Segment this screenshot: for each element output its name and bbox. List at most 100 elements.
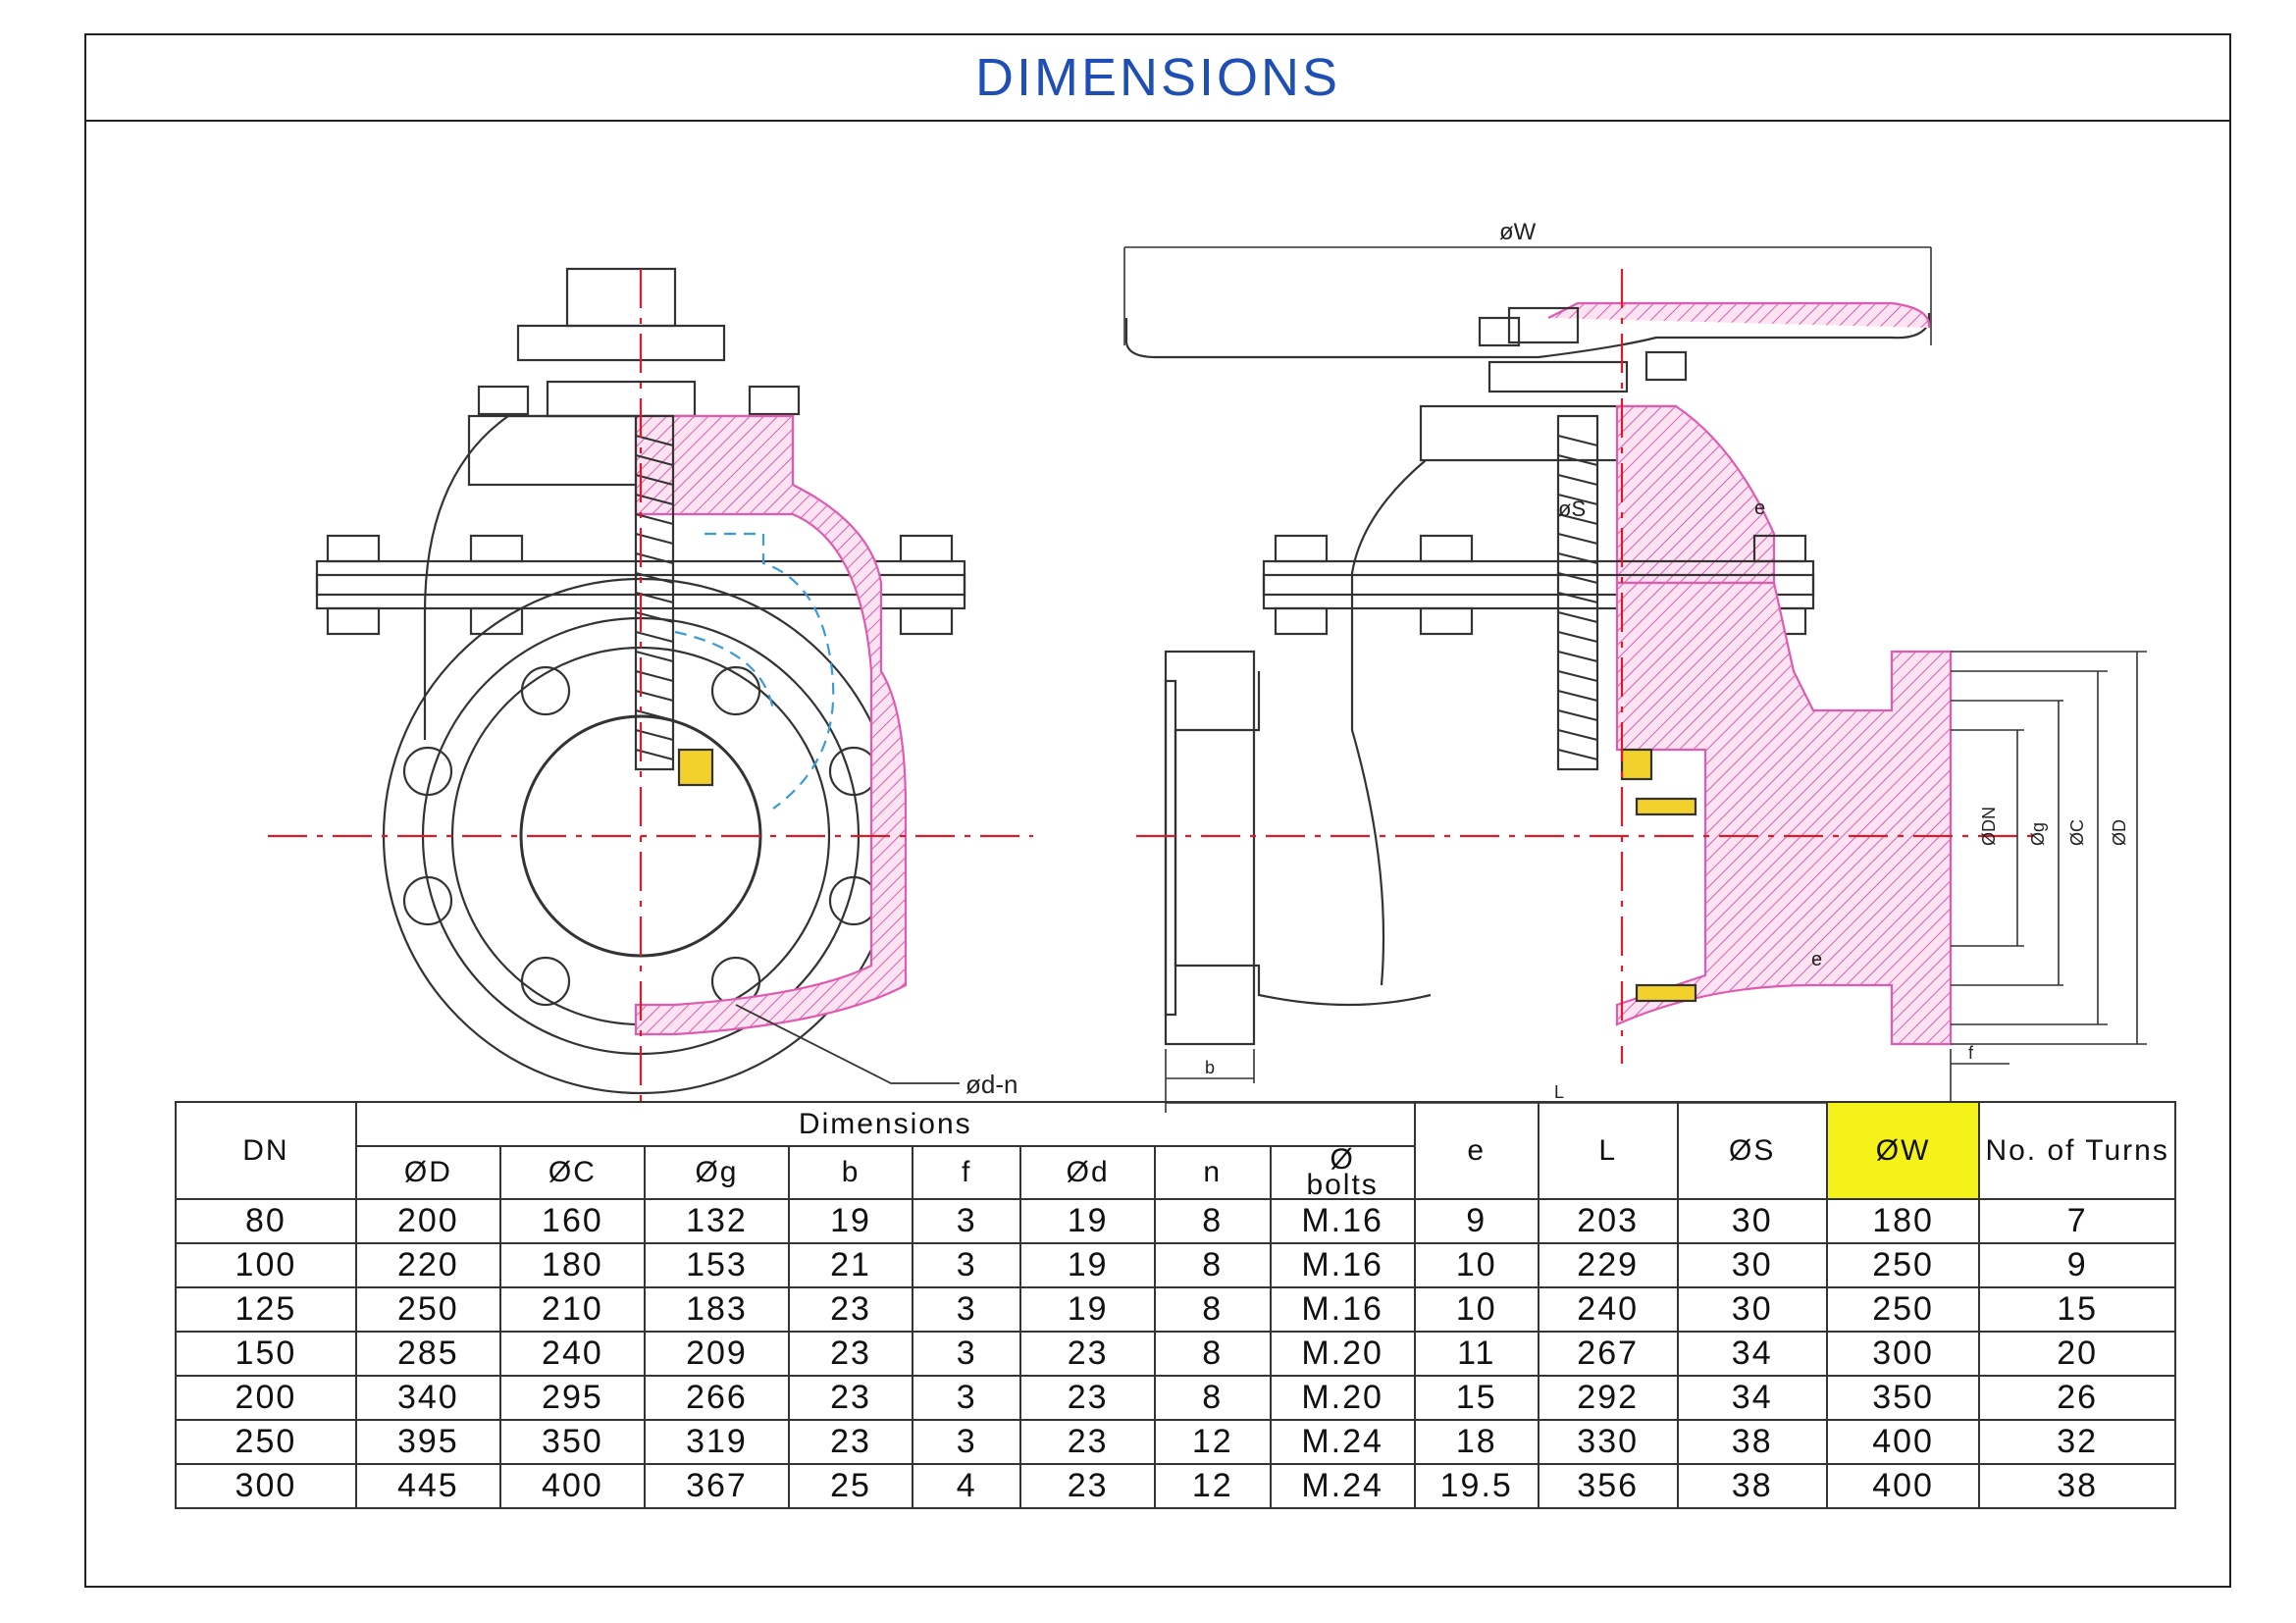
cell-os: 34 — [1676, 1331, 1828, 1377]
cell-e: 19.5 — [1413, 1463, 1539, 1509]
cell-og: 153 — [643, 1242, 791, 1288]
operating-nut — [565, 267, 677, 328]
wedge-hidden-outline — [704, 532, 835, 810]
cell-n: 8 — [1153, 1331, 1272, 1377]
cell-bolts: M.16 — [1269, 1242, 1416, 1288]
cell-turns: 20 — [1978, 1331, 2176, 1377]
cell-dn: 100 — [175, 1242, 357, 1288]
handwheel-hub — [1507, 306, 1580, 344]
cell-e: 18 — [1413, 1419, 1539, 1465]
cell-od: 340 — [354, 1375, 501, 1421]
cell-n: 8 — [1153, 1242, 1272, 1288]
cell-n: 12 — [1153, 1419, 1272, 1465]
cell-n: 8 — [1153, 1198, 1272, 1244]
cell-b: 23 — [788, 1375, 914, 1421]
side-stem-thread — [1557, 435, 1598, 760]
side-body-inner — [1350, 671, 1385, 986]
cell-og: 132 — [643, 1198, 791, 1244]
cell-turns: 32 — [1978, 1419, 2176, 1465]
g-dia-label: Øg — [2028, 822, 2048, 846]
cell-oc: 350 — [498, 1419, 646, 1465]
dn-dia-label: ØDN — [1979, 807, 1999, 846]
header-odd: Ød — [1019, 1145, 1156, 1200]
valve-drawing-svg: ød-n øW — [268, 219, 2147, 1113]
cell-oc: 400 — [498, 1463, 646, 1509]
body-section-hatch — [634, 414, 908, 1036]
cell-ow: 400 — [1825, 1419, 1981, 1465]
cell-f: 3 — [912, 1331, 1022, 1377]
cell-bolts: M.16 — [1269, 1286, 1416, 1333]
cell-od: 395 — [354, 1419, 501, 1465]
cell-e: 9 — [1413, 1198, 1539, 1244]
handwheel-left-spoke — [1124, 313, 1931, 359]
cell-l: 356 — [1537, 1463, 1679, 1509]
cell-og: 209 — [643, 1331, 791, 1377]
bolt-hole-leader — [735, 1004, 960, 1084]
cell-oc: 210 — [498, 1286, 646, 1333]
side-body-section — [1615, 581, 1953, 1046]
dimensions-table: DN Dimensions e L ØS ØW No. of Turns ØD … — [175, 1101, 2176, 1509]
cell-f: 3 — [912, 1198, 1022, 1244]
cell-n: 8 — [1153, 1286, 1272, 1333]
title-bar: DIMENSIONS — [86, 35, 2229, 122]
cell-dn: 150 — [175, 1331, 357, 1377]
cell-odd: 23 — [1019, 1419, 1156, 1465]
stem-nut-seal — [677, 748, 714, 787]
cell-l: 267 — [1537, 1331, 1679, 1377]
header-e: e — [1413, 1101, 1539, 1200]
wedge-seal-top — [1635, 797, 1697, 816]
cell-odd: 19 — [1019, 1198, 1156, 1244]
cell-n: 8 — [1153, 1375, 1272, 1421]
cell-l: 229 — [1537, 1242, 1679, 1288]
side-bonnet-section — [1615, 404, 1776, 585]
cell-od: 220 — [354, 1242, 501, 1288]
cell-bolts: M.24 — [1269, 1463, 1416, 1509]
cell-odd: 23 — [1019, 1463, 1156, 1509]
cell-l: 330 — [1537, 1419, 1679, 1465]
cell-og: 319 — [643, 1419, 791, 1465]
cell-oc: 295 — [498, 1375, 646, 1421]
cell-dn: 300 — [175, 1463, 357, 1509]
cell-bolts: M.20 — [1269, 1375, 1416, 1421]
cell-dn: 250 — [175, 1419, 357, 1465]
side-body-left — [1174, 671, 1432, 1007]
stem-dia-label: øS — [1558, 497, 1586, 521]
cell-l: 292 — [1537, 1375, 1679, 1421]
side-dome-left — [1350, 459, 1427, 671]
header-dimensions-group: Dimensions — [354, 1101, 1416, 1147]
cell-turns: 38 — [1978, 1463, 2176, 1509]
cell-b: 25 — [788, 1463, 914, 1509]
cell-odd: 19 — [1019, 1286, 1156, 1333]
cell-turns: 15 — [1978, 1286, 2176, 1333]
face-to-face-label: L — [1554, 1082, 1564, 1102]
cell-turns: 9 — [1978, 1242, 2176, 1288]
front-view: ød-n — [268, 267, 1033, 1103]
cell-os: 30 — [1676, 1286, 1828, 1333]
wedge-hidden-arc — [674, 630, 775, 711]
page-title: DIMENSIONS — [974, 48, 1341, 107]
cell-bolts: M.24 — [1269, 1419, 1416, 1465]
cell-odd: 23 — [1019, 1375, 1156, 1421]
cell-dn: 200 — [175, 1375, 357, 1421]
cell-f: 4 — [912, 1463, 1022, 1509]
cell-b: 23 — [788, 1286, 914, 1333]
cell-f: 3 — [912, 1286, 1022, 1333]
side-bonnet-bolts — [1274, 316, 1807, 636]
cell-b: 21 — [788, 1242, 914, 1288]
wall-thickness-label-top: e — [1754, 497, 1765, 519]
cell-e: 11 — [1413, 1331, 1539, 1377]
c-dia-label: ØC — [2067, 819, 2087, 846]
side-view: øW — [1123, 219, 2147, 1113]
cell-ow: 250 — [1825, 1242, 1981, 1288]
header-og: Øg — [643, 1145, 791, 1200]
cell-odd: 19 — [1019, 1242, 1156, 1288]
cell-n: 12 — [1153, 1463, 1272, 1509]
cell-turns: 26 — [1978, 1375, 2176, 1421]
cell-os: 34 — [1676, 1375, 1828, 1421]
cell-os: 30 — [1676, 1198, 1828, 1244]
cell-b: 23 — [788, 1419, 914, 1465]
header-ow-highlighted: ØW — [1825, 1101, 1981, 1200]
cell-os: 30 — [1676, 1242, 1828, 1288]
